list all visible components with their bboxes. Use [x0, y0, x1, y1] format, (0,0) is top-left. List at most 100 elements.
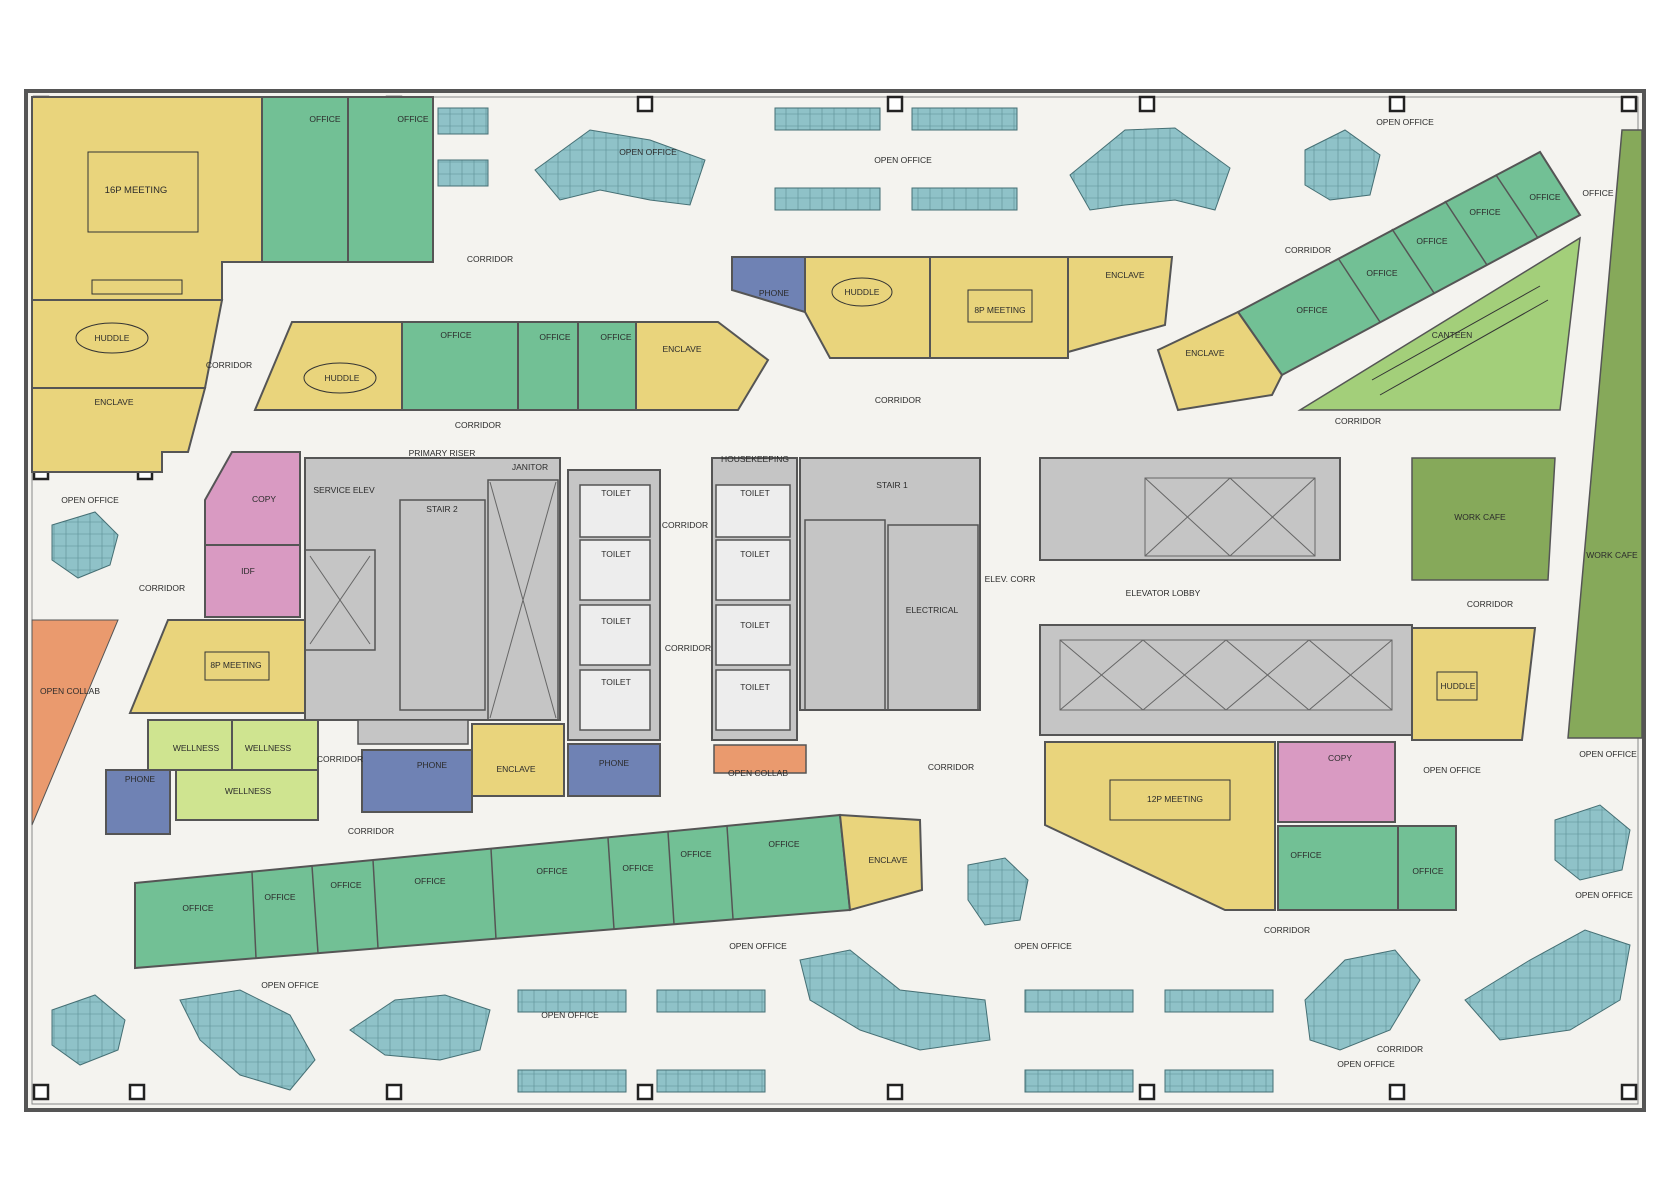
room-label: ENCLAVE	[94, 397, 133, 407]
desk-bench	[517, 1069, 627, 1093]
building-core-east	[799, 457, 981, 711]
room-label: PHONE	[759, 288, 790, 298]
enclave-room	[635, 321, 770, 411]
area-label: CORRIDOR	[206, 360, 252, 370]
meeting-table	[204, 651, 270, 681]
area-label: OPEN OFFICE	[1423, 765, 1481, 775]
room-label: SERVICE ELEV	[313, 485, 375, 495]
room-label: OFFICE	[536, 866, 567, 876]
area-label: CORRIDOR	[467, 254, 513, 264]
area-label: CORRIDOR	[875, 395, 921, 405]
area-label: OPEN OFFICE	[61, 495, 119, 505]
desk-pinwheel	[51, 994, 126, 1066]
office-room	[1397, 825, 1457, 911]
office-room	[1277, 825, 1399, 911]
column	[1138, 1083, 1156, 1101]
room-label: HUDDLE	[1441, 681, 1476, 691]
stair-2	[399, 499, 486, 711]
desk-pinwheel	[1554, 804, 1631, 881]
area-label: OPEN OFFICE	[1337, 1059, 1395, 1069]
room-label: WELLNESS	[245, 743, 292, 753]
room-label: TOILET	[740, 682, 770, 692]
room-label: OFFICE	[1412, 866, 1443, 876]
elevator-bank-north	[1039, 457, 1341, 561]
canteen-area	[1297, 236, 1581, 411]
huddle-room	[31, 299, 224, 389]
desk-bench	[1024, 1069, 1134, 1093]
phone-room	[105, 769, 171, 835]
huddle-table	[303, 362, 377, 394]
office-room	[401, 321, 519, 411]
area-label: CORRIDOR	[662, 520, 708, 530]
room-label: ELECTRICAL	[906, 605, 959, 615]
column	[886, 1083, 904, 1101]
room-label: OFFICE	[1582, 188, 1613, 198]
room-label: WORK CAFE	[1454, 512, 1506, 522]
room-label: STAIR 2	[426, 504, 458, 514]
core-lower-west	[357, 719, 469, 745]
desk-bench	[656, 1069, 766, 1093]
room-label: TOILET	[601, 616, 631, 626]
desk-bench	[1164, 989, 1274, 1013]
huddle-table	[831, 277, 893, 307]
meeting-8p-room	[929, 256, 1069, 359]
room-label: JANITOR	[512, 462, 548, 472]
elevator-bank-south	[1039, 624, 1413, 736]
open-collab-area-w	[31, 619, 119, 826]
area-label: CORRIDOR	[348, 826, 394, 836]
riser-shaft	[487, 479, 559, 721]
desk-bench	[911, 107, 1018, 131]
room-label: ENCLAVE	[1105, 270, 1144, 280]
room-label: OFFICE	[330, 880, 361, 890]
room-label: OFFICE	[768, 839, 799, 849]
room-label: WORK CAFE	[1586, 550, 1638, 560]
room-label: PRIMARY RISER	[409, 448, 476, 458]
huddle-room	[804, 256, 931, 359]
huddle-table	[75, 322, 149, 354]
room-label: OFFICE	[539, 332, 570, 342]
riser-shaft-x	[489, 481, 557, 719]
stair-1	[804, 519, 886, 711]
desk-bench	[517, 989, 627, 1013]
room-label: OFFICE	[622, 863, 653, 873]
desk-clusters	[51, 107, 1631, 1093]
desk-bench	[911, 187, 1018, 211]
area-label: OPEN OFFICE	[1376, 117, 1434, 127]
room-label: TOILET	[601, 488, 631, 498]
room-label: OFFICE	[600, 332, 631, 342]
room-label: TOILET	[601, 549, 631, 559]
office-room	[577, 321, 637, 411]
building-core-west	[304, 457, 561, 721]
room-label: OPEN COLLAB	[40, 686, 100, 696]
column	[385, 1083, 403, 1101]
room-label: 12P MEETING	[1147, 794, 1203, 804]
column	[1138, 95, 1156, 113]
column	[1388, 1083, 1406, 1101]
enclave-room	[1067, 256, 1174, 354]
elevator-cars-north	[1144, 477, 1316, 557]
room-label: OFFICE	[680, 849, 711, 859]
huddle-table	[1436, 671, 1478, 701]
desk-pinwheel	[1464, 929, 1631, 1041]
canteen-bench	[1371, 285, 1541, 381]
area-label: OPEN OFFICE	[1014, 941, 1072, 951]
desk-pinwheel	[799, 949, 991, 1051]
room-label: ENCLAVE	[868, 855, 907, 865]
enclave-room	[1156, 310, 1284, 412]
office-dividers-ne	[1337, 174, 1539, 323]
work-cafe-strip-e	[1567, 129, 1643, 739]
desk-pinwheel	[349, 994, 491, 1061]
room-label: ENCLAVE	[662, 344, 701, 354]
room-label: STAIR 1	[876, 480, 908, 490]
room-label: OFFICE	[414, 876, 445, 886]
area-label: OPEN OFFICE	[874, 155, 932, 165]
enclave-room	[838, 813, 924, 912]
area-label: OPEN OFFICE	[1575, 890, 1633, 900]
wellness-room	[231, 719, 319, 771]
area-label: CORRIDOR	[928, 762, 974, 772]
desk-pinwheel	[1069, 127, 1231, 211]
room-label: ELEVATOR LOBBY	[1126, 588, 1201, 598]
room-label: 8P MEETING	[974, 305, 1025, 315]
desk-pinwheel	[534, 129, 706, 206]
